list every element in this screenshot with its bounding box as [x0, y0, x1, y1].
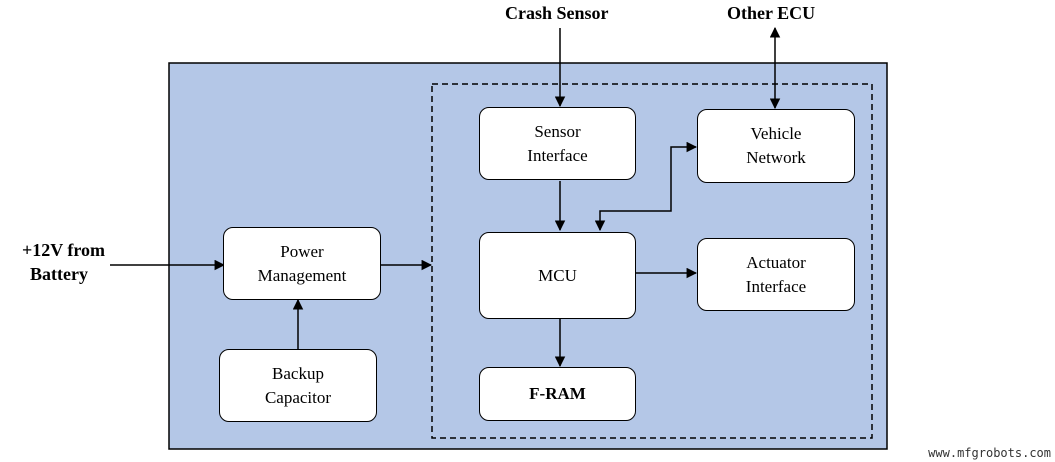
vehicle-network-block: Vehicle Network	[697, 109, 855, 183]
vehicle-network-line2: Network	[746, 148, 806, 167]
crash-sensor-label: Crash Sensor	[505, 3, 609, 23]
backup-capacitor-block: Backup Capacitor	[219, 349, 377, 422]
mcu-label: MCU	[538, 265, 577, 285]
fram-label: F-RAM	[529, 384, 586, 403]
actuator-interface-line2: Interface	[745, 276, 807, 296]
vehicle-network-line1: Vehicle	[750, 124, 802, 143]
power-management-block: Power Management	[223, 227, 381, 300]
battery-label: +12V from Battery	[16, 238, 111, 286]
backup-capacitor-line1: Backup	[272, 363, 324, 383]
mcu-block: MCU	[479, 232, 636, 319]
sensor-interface-line2: Interface	[527, 145, 588, 165]
sensor-interface-line1: Sensor	[534, 121, 581, 141]
actuator-interface-line1: Actuator	[746, 252, 806, 272]
fram-block: F-RAM	[479, 367, 636, 421]
power-management-line1: Power	[280, 241, 324, 261]
actuator-interface-block: Actuator Interface	[697, 238, 855, 311]
battery-label-line1: +12V from	[21, 240, 106, 260]
other-ecu-label: Other ECU	[727, 3, 816, 23]
power-management-line2: Management	[257, 265, 347, 285]
watermark: www.mfgrobots.com	[928, 446, 1051, 460]
arrow-mcu-vehicle-network	[594, 141, 698, 232]
backup-capacitor-line2: Capacitor	[264, 387, 332, 407]
battery-label-line2: Battery	[30, 264, 88, 284]
sensor-interface-block: Sensor Interface	[479, 107, 636, 180]
